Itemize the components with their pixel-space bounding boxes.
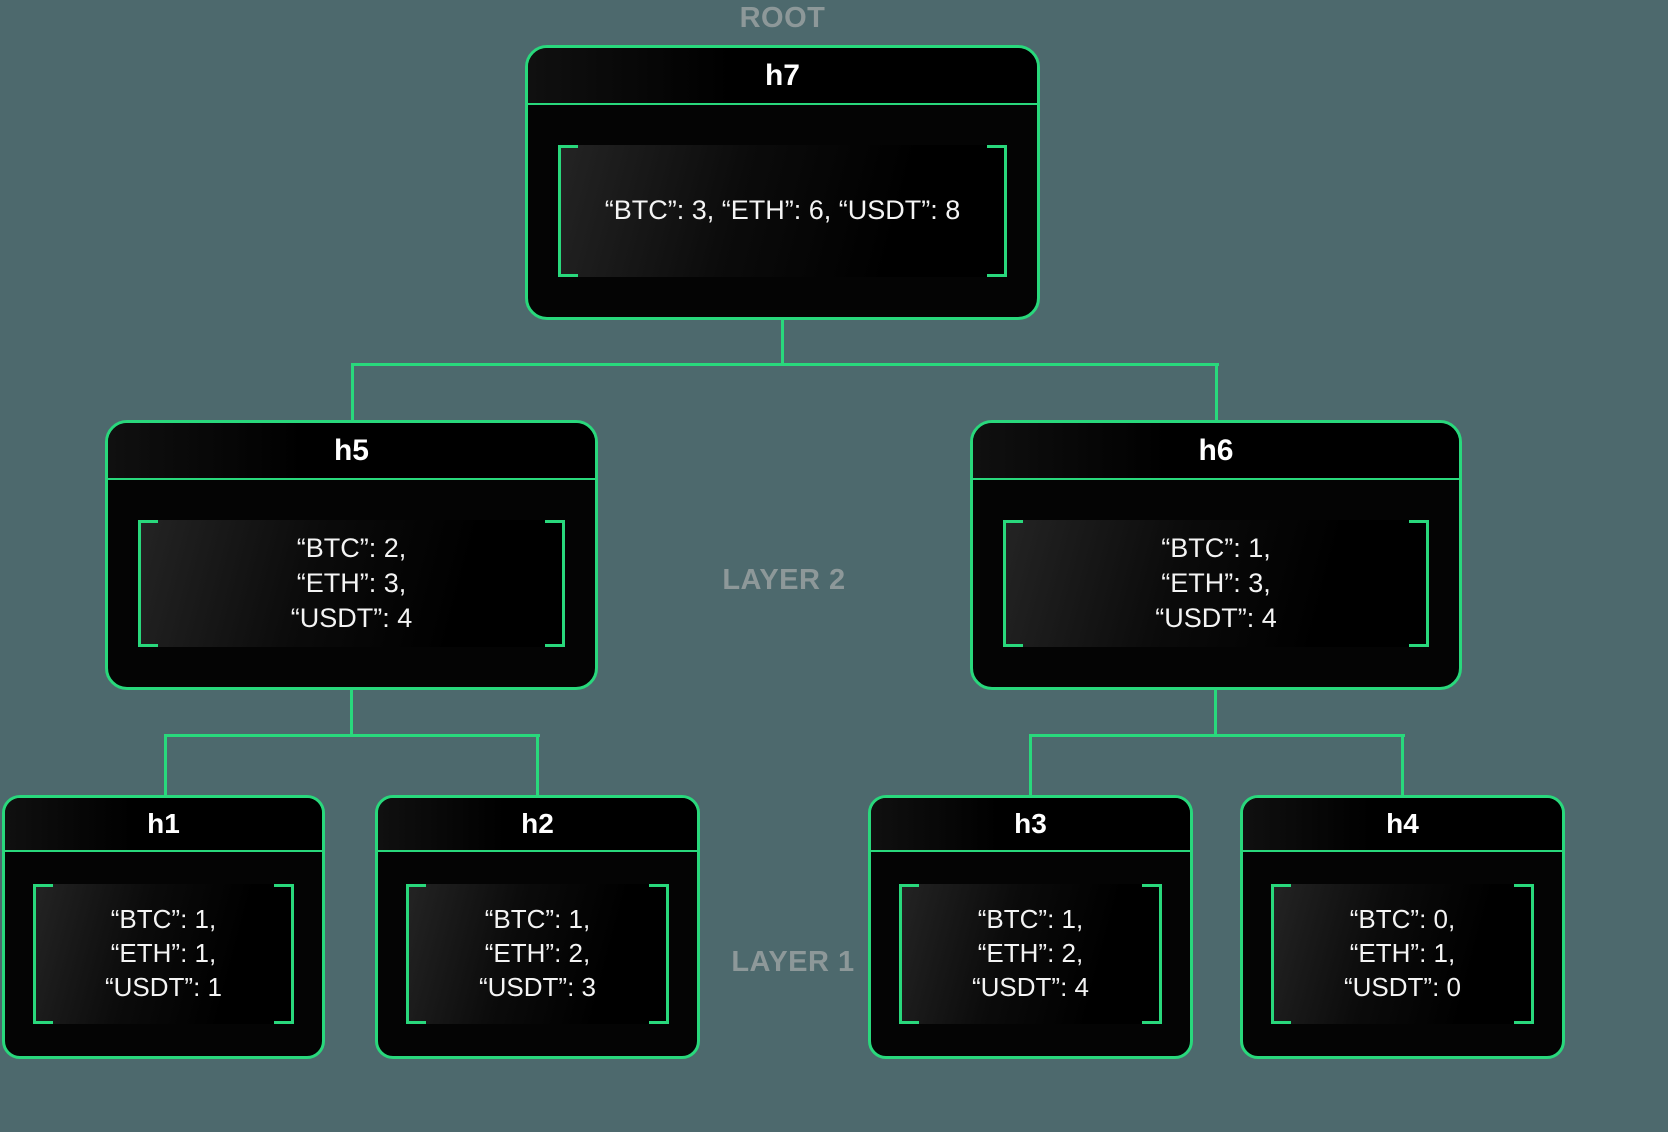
edge-h5-h2 [536, 734, 539, 796]
node-h1-title: h1 [5, 798, 322, 850]
node-h1: h1 “BTC”: 1, “ETH”: 1, “USDT”: 1 [2, 795, 325, 1059]
node-h3-balances: “BTC”: 1, “ETH”: 2, “USDT”: 4 [972, 904, 1089, 1002]
node-h4: h4 “BTC”: 0, “ETH”: 1, “USDT”: 0 [1240, 795, 1565, 1059]
node-h6-divider [973, 478, 1459, 480]
node-h7-payload: “BTC”: 3, “ETH”: 6, “USDT”: 8 [558, 145, 1007, 277]
bracket-left-icon [1271, 884, 1291, 1024]
edge-h6-bus [1029, 734, 1405, 737]
bracket-right-icon [1142, 884, 1162, 1024]
bracket-left-icon [406, 884, 426, 1024]
edge-h7-h5 [351, 363, 354, 421]
node-h6-balances: “BTC”: 1, “ETH”: 3, “USDT”: 4 [1155, 532, 1277, 634]
node-h7-balances: “BTC”: 3, “ETH”: 6, “USDT”: 8 [604, 195, 961, 226]
node-h2-divider [378, 850, 697, 852]
node-h5-payload: “BTC”: 2, “ETH”: 3, “USDT”: 4 [138, 520, 565, 647]
node-h6-body: “BTC”: 1, “ETH”: 3, “USDT”: 4 [973, 480, 1459, 687]
bracket-left-icon [1003, 520, 1023, 647]
node-h7-title: h7 [528, 48, 1037, 103]
edge-h6-h3 [1029, 734, 1032, 796]
node-h1-payload: “BTC”: 1, “ETH”: 1, “USDT”: 1 [33, 884, 294, 1024]
node-h6-payload: “BTC”: 1, “ETH”: 3, “USDT”: 4 [1003, 520, 1429, 647]
bracket-right-icon [545, 520, 565, 647]
node-h6-title: h6 [973, 423, 1459, 478]
bracket-left-icon [33, 884, 53, 1024]
edge-h5-bus [164, 734, 540, 737]
node-h5: h5 “BTC”: 2, “ETH”: 3, “USDT”: 4 [105, 420, 598, 690]
layer1-label: LAYER 1 [731, 946, 855, 978]
edge-h5-h1 [164, 734, 167, 796]
node-h2-balances: “BTC”: 1, “ETH”: 2, “USDT”: 3 [479, 904, 596, 1002]
node-h4-title: h4 [1243, 798, 1562, 850]
bracket-right-icon [987, 145, 1007, 277]
bracket-left-icon [899, 884, 919, 1024]
edge-h7-h6 [1215, 363, 1218, 421]
root-label: ROOT [739, 2, 826, 34]
node-h4-divider [1243, 850, 1562, 852]
edge-h5-stem [350, 688, 353, 737]
node-h1-body: “BTC”: 1, “ETH”: 1, “USDT”: 1 [5, 852, 322, 1056]
node-h5-body: “BTC”: 2, “ETH”: 3, “USDT”: 4 [108, 480, 595, 687]
bracket-right-icon [649, 884, 669, 1024]
node-h3-title: h3 [871, 798, 1190, 850]
node-h7-divider [528, 103, 1037, 105]
edge-h7-stem [781, 318, 784, 366]
node-h2-body: “BTC”: 1, “ETH”: 2, “USDT”: 3 [378, 852, 697, 1056]
bracket-left-icon [558, 145, 578, 277]
node-h2-title: h2 [378, 798, 697, 850]
node-h4-balances: “BTC”: 0, “ETH”: 1, “USDT”: 0 [1344, 904, 1461, 1002]
edge-h6-stem [1214, 688, 1217, 737]
node-h7-body: “BTC”: 3, “ETH”: 6, “USDT”: 8 [528, 105, 1037, 317]
bracket-right-icon [1409, 520, 1429, 647]
node-h3-body: “BTC”: 1, “ETH”: 2, “USDT”: 4 [871, 852, 1190, 1056]
node-h3: h3 “BTC”: 1, “ETH”: 2, “USDT”: 4 [868, 795, 1193, 1059]
node-h4-body: “BTC”: 0, “ETH”: 1, “USDT”: 0 [1243, 852, 1562, 1056]
bracket-right-icon [274, 884, 294, 1024]
layer2-label: LAYER 2 [722, 564, 846, 596]
node-h1-balances: “BTC”: 1, “ETH”: 1, “USDT”: 1 [105, 904, 222, 1002]
node-h3-payload: “BTC”: 1, “ETH”: 2, “USDT”: 4 [899, 884, 1162, 1024]
node-h7: h7 “BTC”: 3, “ETH”: 6, “USDT”: 8 [525, 45, 1040, 320]
node-h6: h6 “BTC”: 1, “ETH”: 3, “USDT”: 4 [970, 420, 1462, 690]
node-h3-divider [871, 850, 1190, 852]
bracket-left-icon [138, 520, 158, 647]
node-h2: h2 “BTC”: 1, “ETH”: 2, “USDT”: 3 [375, 795, 700, 1059]
node-h5-divider [108, 478, 595, 480]
node-h5-title: h5 [108, 423, 595, 478]
edge-h7-bus [351, 363, 1219, 366]
node-h5-balances: “BTC”: 2, “ETH”: 3, “USDT”: 4 [290, 532, 413, 634]
bracket-right-icon [1514, 884, 1534, 1024]
edge-h6-h4 [1401, 734, 1404, 796]
node-h1-divider [5, 850, 322, 852]
node-h2-payload: “BTC”: 1, “ETH”: 2, “USDT”: 3 [406, 884, 669, 1024]
node-h4-payload: “BTC”: 0, “ETH”: 1, “USDT”: 0 [1271, 884, 1534, 1024]
